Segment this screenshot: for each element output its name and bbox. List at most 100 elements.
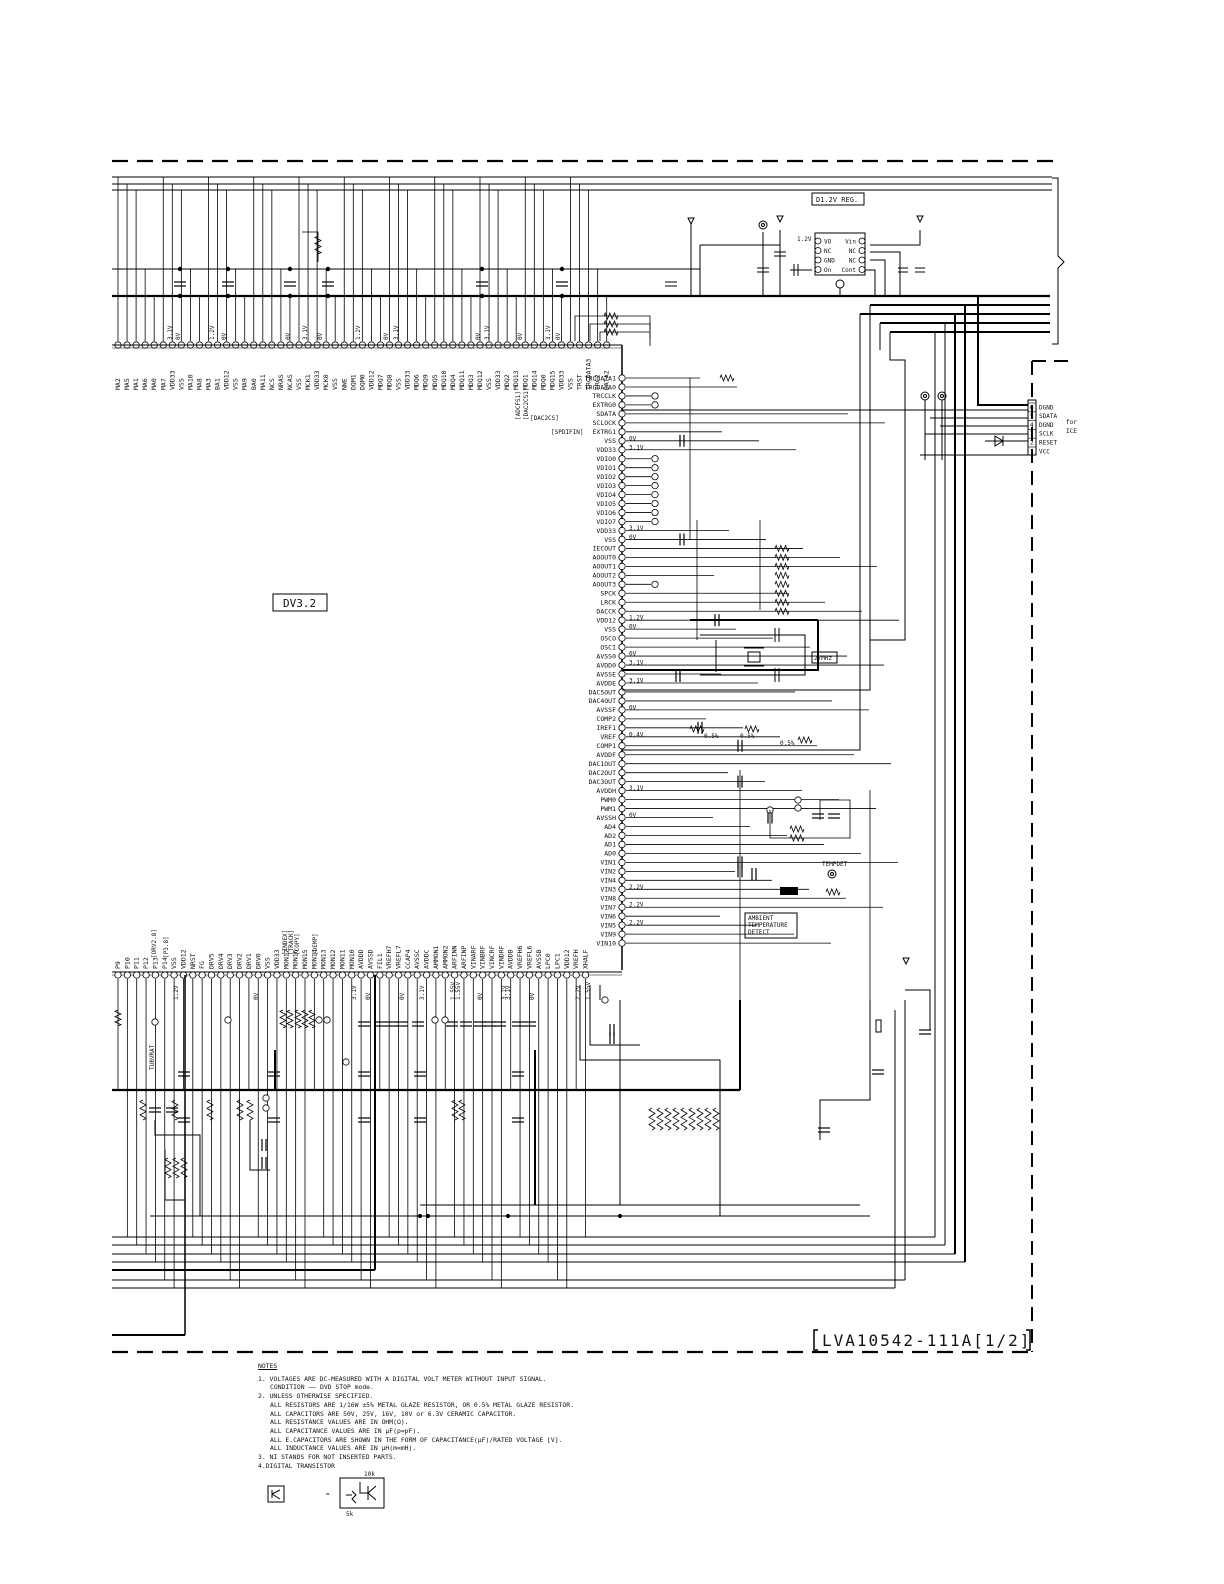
top-pin-37: MDQ4: [449, 374, 457, 390]
side-pin-18: VSS: [604, 536, 616, 544]
top-pin-41: VSS: [485, 378, 493, 390]
side-pin-1: TRCDATA0: [585, 383, 616, 391]
resistor: [825, 887, 841, 897]
pin-marker: [618, 437, 626, 445]
resistor: [308, 1009, 316, 1029]
resistor: [789, 824, 805, 834]
reg-left-pin: VO: [824, 238, 832, 245]
side-volt: 3.1V: [629, 677, 644, 684]
bottom-pin-40: VINCRF: [488, 945, 496, 969]
side-pin-37: AVSSF: [596, 706, 616, 714]
side-pin-22: AOOUT2: [593, 572, 617, 580]
pin-marker: [618, 858, 626, 866]
wire: [769, 799, 851, 839]
board-id: LVA10542-111A[1/2]: [813, 1329, 1031, 1351]
top-pin-34: MDQ9: [422, 374, 430, 390]
bottom-pin-8: NRST: [189, 953, 197, 969]
bottom-pin-41: VINDRF: [497, 945, 505, 969]
bottom-pin-2: P11: [133, 957, 141, 969]
side-pin-23: AOOUT3: [593, 581, 617, 589]
side-pin-26: DACCK: [596, 608, 616, 616]
wire: [154, 1120, 201, 1216]
pin-marker: [618, 499, 626, 508]
conn-pin-name: DGND: [1039, 422, 1054, 429]
side-pin-56: VIN4: [600, 877, 616, 885]
pin-marker: [207, 971, 216, 979]
lower-buses: [112, 975, 965, 1336]
bottom-pin-4: P13: [151, 957, 159, 969]
top-pin-39: MDQ3: [467, 374, 475, 390]
resistor: [286, 1009, 294, 1029]
transistor-r1: 10k: [364, 1471, 375, 1478]
side-pin-52: AD1: [604, 841, 616, 849]
bottom-pin-42: AVDDB: [507, 949, 515, 969]
top-pin-49: VDD33: [557, 370, 565, 390]
top-pin-45: MDQ1: [521, 374, 529, 390]
bottom-volt: 1.55V: [585, 982, 592, 1000]
top-volt: 0V: [475, 332, 482, 340]
top-volt: 1.2V: [209, 325, 216, 340]
svg-text:for: for: [1066, 419, 1077, 426]
side-pin-31: AVSS0: [596, 652, 616, 660]
top-pin-27: DQM0: [358, 374, 366, 390]
bottom-pin-14: DRV1: [245, 953, 253, 969]
svg-text:LVA10542-111A[1/2]: LVA10542-111A[1/2]: [822, 1331, 1031, 1350]
pin-marker: [262, 1104, 270, 1112]
junction: [617, 1213, 623, 1219]
side-volt: 3.1V: [629, 660, 644, 667]
top-pin-51: TRST: [576, 374, 584, 390]
side-pin-46: AVDDH: [596, 787, 616, 795]
temperature-sensor: TEMPDET AMBIENT TEMPERATURE DETECT: [744, 861, 848, 939]
junction: [417, 1213, 423, 1219]
wire: [589, 323, 651, 341]
side-volt: 0V: [629, 534, 637, 541]
pin-marker: [618, 535, 626, 544]
side-pin-4: SDATA: [596, 410, 616, 418]
top-pin-18: NRAS: [277, 374, 285, 390]
side-pin-13: VDIO4: [596, 491, 616, 499]
svg-text:[SPDIFIN]: [SPDIFIN]: [551, 429, 584, 436]
resistor: [603, 327, 619, 337]
bottom-pin-37: ARFINP: [460, 945, 468, 969]
transistor-r2: 5k: [346, 1511, 354, 1518]
top-pin-2: MA1: [132, 378, 140, 390]
side-volt: 3.1V: [629, 785, 644, 792]
bottom-pin-46: LPC0: [544, 953, 552, 969]
top-pin-13: VSS: [232, 378, 240, 390]
pin-marker: [618, 374, 626, 382]
chip-right-pins: TRCDATA1TRCDATA0TRCCLKEXTRG0SDATASCLOCKE…: [585, 374, 659, 947]
bottom-pin-36: ARFINN: [451, 945, 459, 969]
conn-pin-name: SCLK: [1039, 431, 1054, 438]
top-pin-42: VDD33: [494, 370, 502, 390]
svg-text:DETECT: DETECT: [748, 929, 770, 936]
conn-pin-number: 5: [1030, 413, 1034, 420]
resistor: [236, 1099, 244, 1121]
junction: [559, 266, 565, 272]
bottom-volt: 0V: [477, 992, 484, 1000]
bottom-volt: 3.1V: [351, 985, 358, 1000]
pin-marker: [394, 971, 403, 979]
pin-marker: [497, 971, 505, 979]
pin-marker: [535, 971, 543, 979]
bottom-pin-11: DRV4: [217, 953, 225, 969]
pin-marker: [618, 876, 626, 884]
resistor: [294, 1009, 302, 1029]
pin-marker: [581, 971, 590, 979]
svg-text:TEMPERATURE: TEMPERATURE: [748, 922, 788, 929]
side-pin-17: VDD33: [596, 527, 616, 535]
pin-marker: [651, 580, 659, 588]
side-volt: 0.4V: [629, 731, 644, 738]
junction: [287, 266, 293, 272]
pin-marker: [441, 971, 449, 979]
conn-pin-number: 2: [1030, 440, 1034, 447]
pin-marker: [618, 446, 626, 454]
top-volt: 0V: [175, 332, 182, 340]
pin-marker: [441, 1016, 449, 1024]
bottom-pin-43: VREFH6: [516, 945, 524, 969]
reg-pin-marker: [858, 247, 866, 254]
top-buses: [112, 176, 1052, 333]
top-pin-20: VSS: [295, 378, 303, 390]
top-volt: 3.1V: [545, 325, 552, 340]
